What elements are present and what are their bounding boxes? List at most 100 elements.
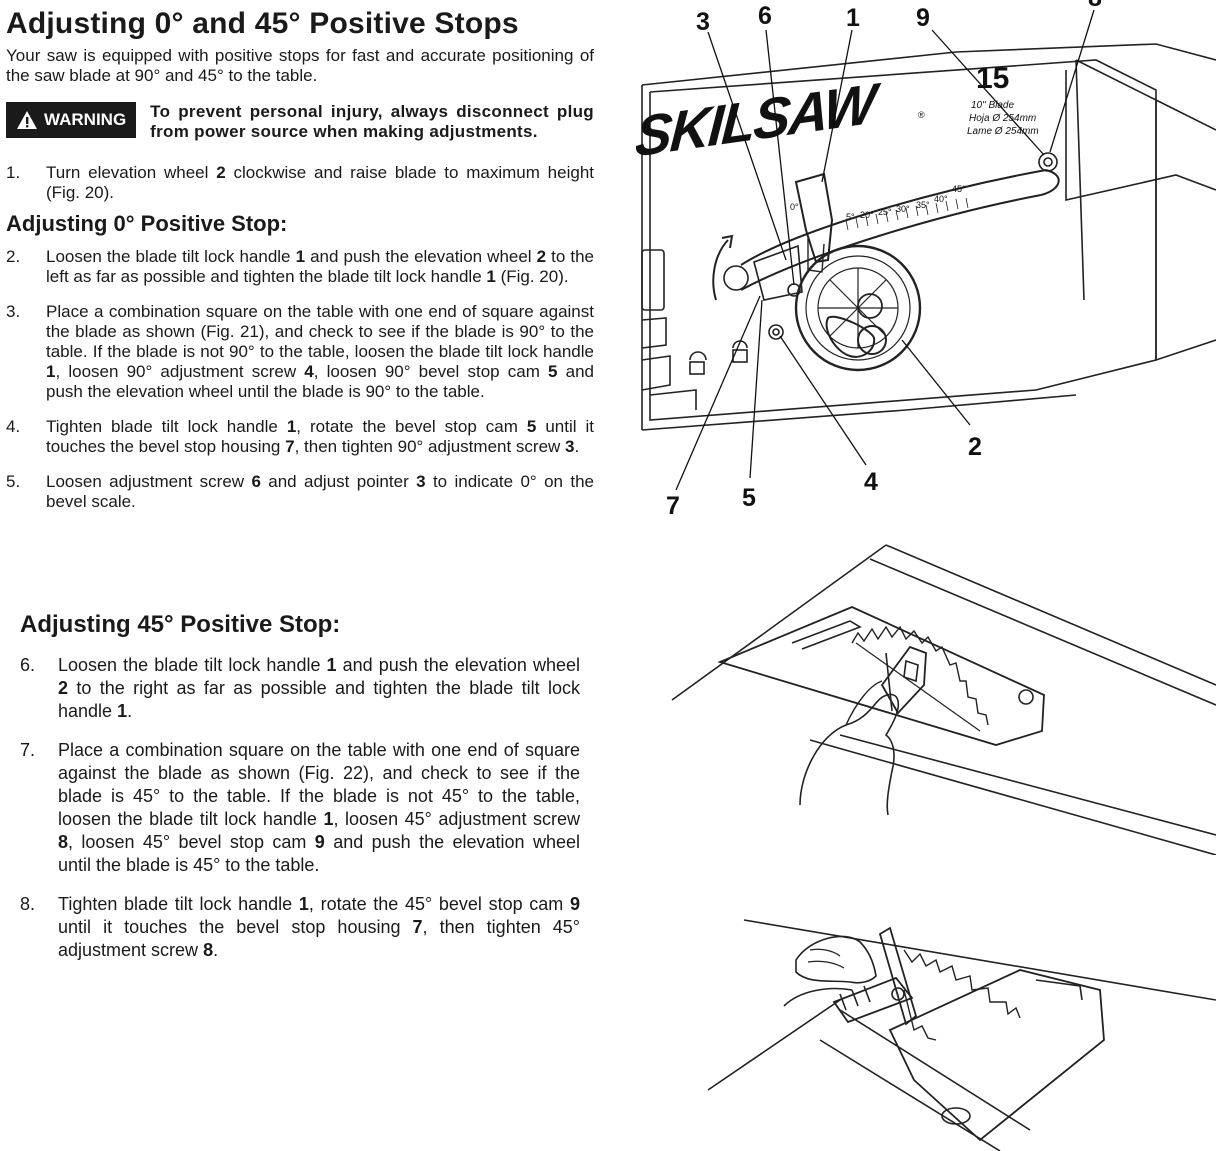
warning-triangle-icon [17, 111, 37, 129]
blade-spec-line-3: Lame Ø 254mm [967, 126, 1039, 137]
step-number: 7. [20, 740, 36, 760]
saw-blade-teeth [851, 625, 989, 726]
callout-2: 2 [968, 433, 982, 461]
unlock-icon [689, 351, 707, 361]
part-ref: 4 [304, 362, 314, 381]
left-panel-slot [641, 317, 667, 349]
part-ref: 1 [298, 894, 309, 914]
elevation-wheel-inner [805, 255, 911, 361]
callout-9: 9 [916, 4, 930, 32]
table-front-line [809, 739, 1216, 855]
table-back-edge [885, 544, 1216, 686]
callout-1: 1 [846, 4, 860, 32]
list-item: 2. Loosen the blade tilt lock handle 1 a… [6, 247, 594, 287]
wheel-handle-knob [825, 315, 876, 358]
front-panel [649, 59, 1157, 421]
bevel-scale-ticks [845, 197, 969, 231]
step-number: 4. [6, 417, 21, 436]
part-ref: 7 [412, 917, 423, 937]
step-text-part: Loosen the blade tilt lock handle [58, 655, 327, 675]
part-ref: 3 [416, 472, 426, 491]
step-number: 8. [20, 894, 36, 914]
warning-label: WARNING [44, 110, 127, 129]
scale-zero-label: 0° [790, 202, 799, 212]
leader-6 [765, 29, 795, 286]
lock-icon-body [732, 349, 748, 363]
adjustment-screw-8 [1038, 152, 1058, 172]
callout-7: 7 [666, 492, 680, 520]
side-rail [1065, 70, 1216, 202]
step-text-part: . [574, 437, 580, 456]
brand-registered-mark: ® [918, 110, 925, 120]
step-text-part: to indicate 0° on the bevel scale. [46, 472, 594, 511]
section-45: Adjusting 45° Positive Stop: 6. Loosen t… [20, 610, 580, 962]
brand-logo: SKILSAW [636, 71, 883, 169]
step-text-part: Tighten blade tilt lock handle [58, 894, 299, 914]
step-list-45: 6. Loosen the blade tilt lock handle 1 a… [20, 654, 580, 962]
square-knob [891, 987, 905, 1001]
leader-4 [779, 335, 867, 466]
housing-bottom-edge [641, 394, 1077, 431]
callout-6: 6 [758, 2, 772, 30]
leader-7 [675, 295, 761, 491]
callout-leaders [675, 9, 1095, 491]
section-heading-0: Adjusting 0° Positive Stop: [6, 211, 288, 236]
leader-3 [707, 31, 787, 261]
tilt-lock-handle-stem [807, 238, 825, 273]
step-text: Turn elevation wheel 2 clockwise and rai… [46, 163, 594, 203]
panel-fold [1075, 59, 1085, 301]
list-item: 1. Turn elevation wheel 2 clockwise and … [6, 163, 594, 203]
scale-label: 45° [952, 184, 966, 194]
hand-thumb [845, 680, 883, 726]
adjustment-screw-4 [768, 324, 784, 340]
blade-spec-line-1: 10" Blade [971, 100, 1014, 111]
leader-5 [749, 299, 763, 479]
part-ref: 1 [46, 362, 56, 381]
part-ref: 1 [486, 267, 496, 286]
step-list-intro: 1. Turn elevation wheel 2 clockwise and … [6, 163, 594, 203]
adjustment-screw-4-center [772, 328, 780, 336]
step-text: Tighten blade tilt lock handle 1, rotate… [46, 417, 594, 457]
step-text-part: . [127, 701, 133, 721]
list-item: 6. Loosen the blade tilt lock handle 1 a… [20, 654, 580, 723]
throat-plate-hole [941, 1107, 971, 1125]
step-text-part: and push the elevation wheel [336, 655, 580, 675]
throat-plate-screw [1018, 689, 1034, 705]
bevel-scale-labels: 5° 20° 25° 30° 35° 40° 45° [846, 184, 966, 222]
list-item: 7. Place a combination square on the tab… [20, 739, 580, 877]
square-blade [885, 652, 893, 712]
leader-1 [821, 29, 853, 183]
step-text-part: , loosen 90° adjustment screw [55, 362, 305, 381]
table-front-line-2 [839, 1009, 1031, 1131]
step-text-part: to the left as far as possible and tight… [46, 247, 595, 286]
hand-lower [783, 987, 853, 1007]
part-ref: 1 [326, 655, 337, 675]
part-ref: 1 [117, 701, 128, 721]
wheel-center-nut [857, 293, 883, 319]
step-text-part: clockwise and raise blade to maximum hei… [46, 163, 594, 202]
step-number: 5. [6, 472, 21, 491]
table-left-edge [707, 999, 841, 1091]
step-text-part: , loosen 90° bevel stop cam [313, 362, 549, 381]
hand-outline [799, 693, 900, 816]
section-heading-45: Adjusting 45° Positive Stop: [20, 611, 341, 638]
step-text-part: (Fig. 20). [495, 267, 569, 286]
callout-8: 8 [1088, 0, 1102, 12]
step-text-part: and push the elevation wheel until the b… [58, 832, 580, 875]
housing-top-edge [641, 43, 1216, 86]
step-text-part: to the right as far as possible and tigh… [58, 678, 580, 721]
part-ref: 9 [569, 894, 580, 914]
step-text-part: and push the elevation wheel [305, 247, 537, 266]
step-text-part: , loosen 45° adjustment screw [333, 809, 580, 829]
part-ref: 1 [286, 417, 297, 436]
step-text-part: , then tighten 90° adjustment screw [294, 437, 566, 456]
part-ref: 7 [285, 437, 295, 456]
square-level-vial [903, 659, 919, 683]
part-ref: 5 [548, 362, 558, 381]
scale-label: 30° [896, 204, 910, 214]
saw-blade-teeth [903, 949, 1021, 1019]
side-block-top [1155, 99, 1216, 131]
step-text-part: until it touches the bevel stop housing [58, 917, 413, 937]
model-number: 15 [976, 62, 1009, 95]
leader-2 [901, 339, 971, 426]
